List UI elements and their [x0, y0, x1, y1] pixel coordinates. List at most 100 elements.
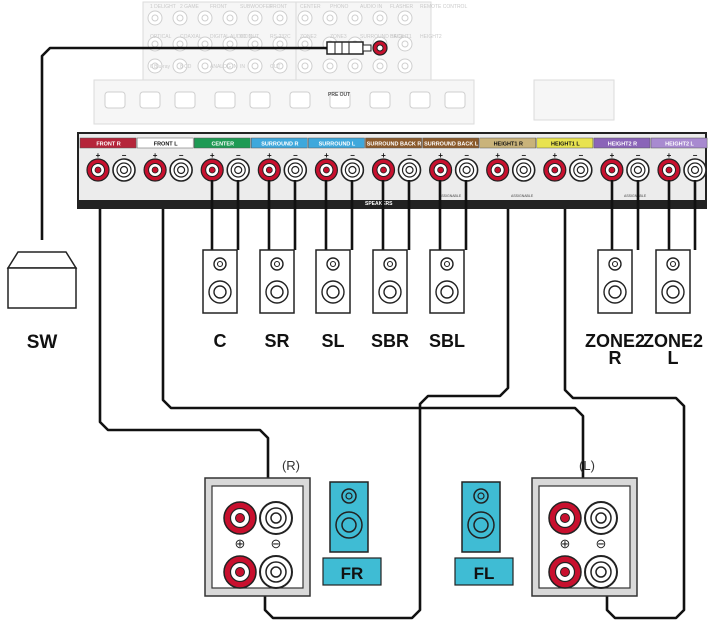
faded-label: HEIGHT1	[390, 34, 412, 40]
svg-text:+: +	[381, 151, 386, 160]
svg-text:+: +	[267, 151, 272, 160]
fl-label: FL	[474, 564, 495, 583]
faded-label: ANALOG IN	[210, 64, 238, 70]
fl-minus-terminal-lower	[584, 555, 618, 589]
svg-text:−: −	[407, 151, 412, 160]
pre-out-label: PRE OUT	[328, 92, 350, 98]
front-left-panel	[531, 477, 638, 597]
wire-fr-minus	[161, 180, 585, 500]
fr-minus-terminal	[259, 501, 293, 535]
fl-side-label: (L)	[579, 458, 595, 473]
fr-minus-terminal-lower	[259, 555, 293, 589]
fr-label-box: FR	[322, 557, 382, 586]
faded-label: 8 CD	[180, 64, 192, 70]
channel-2: FRONT L+−	[136, 137, 194, 160]
channel-11: HEIGHT2 L+−	[650, 137, 708, 160]
subwoofer-cable	[40, 46, 327, 240]
fl-label-box: FL	[454, 557, 514, 586]
subwoofer-rca-plug	[326, 40, 388, 56]
strip-plus-terminal	[657, 158, 681, 182]
channel-label: HEIGHT1 L	[551, 142, 580, 148]
fl-plus-symbol: ⊕	[560, 536, 571, 551]
assignable-label-1: ASSIGNABLE	[439, 194, 462, 198]
channel-4: SURROUND R + −	[251, 137, 308, 160]
speakers-label: SPEAKERS	[365, 201, 393, 207]
front-right-panel	[204, 477, 311, 597]
svg-text:−: −	[693, 151, 698, 160]
wires	[40, 46, 686, 620]
channel-label: SURROUND L	[319, 142, 356, 148]
channel-label: FRONT L	[154, 142, 178, 148]
strip-plus-terminal	[143, 158, 167, 182]
speaker-label: C	[214, 331, 227, 351]
strip-plus-terminal	[314, 158, 338, 182]
fr-plus-symbol: ⊕	[235, 536, 246, 551]
fl-plus-terminal-lower	[548, 555, 582, 589]
speaker-label: SBL	[429, 331, 465, 351]
fr-side-label: (R)	[282, 458, 300, 473]
faded-label: SURROUND BACK	[360, 34, 405, 40]
channel-3: CENTER + −	[193, 137, 251, 160]
strip-minus-terminal	[683, 158, 707, 182]
strip-minus-terminal	[454, 158, 479, 182]
fr-plus-terminal-lower	[223, 555, 257, 589]
speaker-terminal-strip: FRONT R+−FRONT L+−CENTER+−SURROUND R+−SU…	[77, 132, 708, 209]
strip-minus-terminal	[283, 158, 308, 182]
faded-label: REMOTE CONTROL	[420, 4, 467, 10]
channel-label: FRONT R	[96, 142, 120, 148]
channel-label: CENTER	[211, 142, 234, 148]
channel-9: HEIGHT1 L+−	[536, 137, 594, 160]
fl-speaker-icon	[461, 481, 501, 553]
strip-minus-terminal	[397, 158, 422, 182]
strip-plus-terminal	[371, 158, 396, 182]
fl-minus-symbol: ⊖	[596, 536, 607, 551]
wire-fl-plus	[563, 180, 686, 620]
faded-label: RS-232C	[270, 34, 291, 40]
channel-10: HEIGHT2 R+−	[593, 137, 651, 160]
faded-label: IN	[240, 64, 245, 70]
channel-label: HEIGHT2 R	[608, 142, 637, 148]
strip-plus-terminal	[200, 158, 224, 182]
channel-1: FRONT R+−	[79, 137, 137, 160]
svg-text:−: −	[293, 151, 298, 160]
svg-text:+: +	[210, 151, 215, 160]
faded-label: DC OUT	[240, 34, 259, 40]
fr-plus-terminal	[223, 501, 257, 535]
channel-6: SURROUND BACK R+−	[365, 137, 422, 160]
strip-plus-terminal	[86, 158, 110, 182]
channel-label: SURROUND R	[261, 142, 298, 148]
faded-label: CENTER	[300, 4, 321, 10]
speaker-2: SR	[259, 180, 297, 351]
fr-speaker-icon	[329, 481, 369, 553]
fr-minus-symbol: ⊖	[271, 536, 282, 551]
strip-minus-terminal	[112, 158, 136, 182]
faded-label: FLASHER	[390, 4, 413, 10]
speaker-label: SBR	[371, 331, 409, 351]
strip-plus-terminal	[429, 158, 453, 182]
svg-text:−: −	[578, 151, 583, 160]
assignable-label-3: ASSIGNABLE	[624, 194, 647, 198]
fr-label: FR	[341, 564, 364, 583]
strip-minus-terminal	[626, 158, 650, 182]
faded-label: AUDIO IN	[360, 4, 383, 10]
wire-fr-plus	[98, 180, 270, 500]
svg-text:+: +	[96, 151, 101, 160]
faded-label: OUT	[270, 64, 281, 70]
speaker-label: SR	[264, 331, 289, 351]
channel-label: SURROUND BACK L	[424, 142, 479, 148]
svg-text:−: −	[179, 151, 184, 160]
speaker-5: SBL	[429, 180, 468, 351]
fl-minus-terminal	[584, 501, 618, 535]
channel-8: HEIGHT1 R+−	[479, 137, 537, 160]
svg-text:+: +	[438, 151, 443, 160]
assignable-label-2: ASSIGNABLE	[511, 194, 534, 198]
strip-minus-terminal	[226, 158, 250, 182]
faded-label: ZONE3	[330, 34, 347, 40]
strip-minus-terminal	[568, 158, 593, 182]
svg-text:−: −	[236, 151, 241, 160]
